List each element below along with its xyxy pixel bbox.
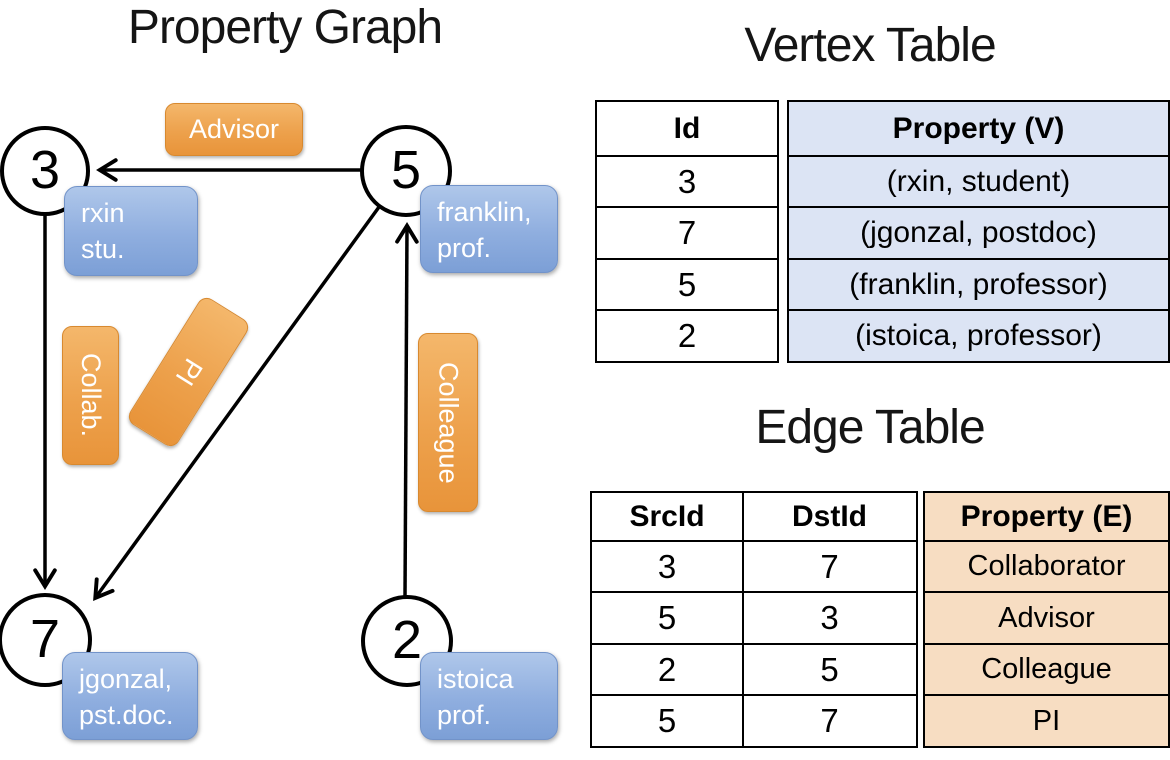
vertex-property-line: prof. — [437, 233, 492, 264]
edge-table-dstid-cell: 5 — [741, 642, 918, 697]
edge-label-collab: Collab. — [62, 326, 119, 465]
vertex-property-line: istoica — [437, 664, 514, 694]
edge-table-srcid-cell: 3 — [590, 539, 744, 594]
edge-table-property-cell: PI — [923, 694, 1170, 748]
vertex-table-property-cell: (franklin, professor) — [787, 257, 1170, 312]
property-graph-title: Property Graph — [127, 1, 443, 54]
edge-table-property-cell: Advisor — [923, 591, 1170, 645]
edge-table-property-cell: Colleague — [923, 642, 1170, 697]
vertex-property-box-jgonzal: jgonzal, pst.doc. — [62, 652, 198, 740]
vertex-table-id-header: Id — [595, 100, 779, 157]
edge-table-title: Edge Table — [755, 401, 985, 454]
edge-arrow-pi-5-7 — [93, 205, 381, 602]
edge-table-property-column: Property (E) Collaborator Advisor Collea… — [923, 491, 1170, 748]
edge-table-srcid-cell: 5 — [590, 591, 744, 645]
edge-table-srcid-header: SrcId — [590, 491, 744, 542]
vertex-property-line: jgonzal, — [79, 664, 173, 694]
vertex-property-box-istoica: istoica prof. — [420, 652, 558, 740]
edge-table-srcid-cell: 2 — [590, 642, 744, 697]
vertex-table-id-cell: 3 — [595, 154, 779, 209]
vertex-id-7: 7 — [29, 608, 61, 669]
vertex-property-line: pst.doc. — [79, 700, 174, 731]
vertex-table-id-cell: 2 — [595, 309, 779, 363]
vertex-property-line: stu. — [81, 234, 125, 265]
vertex-property-line: franklin, — [437, 197, 532, 227]
edge-table-property-header: Property (E) — [923, 491, 1170, 542]
edge-table-srcid-column: SrcId 3 5 2 5 — [590, 491, 744, 748]
vertex-table-property-cell: (istoica, professor) — [787, 309, 1170, 363]
edge-table-dstid-header: DstId — [741, 491, 918, 542]
vertex-property-box-rxin: rxin stu. — [64, 186, 198, 276]
edge-label-advisor: Advisor — [165, 103, 303, 156]
vertex-id-5: 5 — [390, 139, 422, 200]
edge-table-dstid-cell: 7 — [741, 539, 918, 594]
vertex-table-property-header: Property (V) — [787, 100, 1170, 157]
vertex-table-title: Vertex Table — [744, 19, 996, 72]
vertex-property-box-franklin: franklin, prof. — [420, 185, 558, 273]
vertex-id-3: 3 — [29, 139, 61, 200]
edge-table-dstid-column: DstId 7 3 5 7 — [741, 491, 918, 748]
edge-label-colleague: Colleague — [418, 333, 478, 512]
vertex-table-property-column: Property (V) (rxin, student) (jgonzal, p… — [787, 100, 1170, 363]
edge-table-srcid-cell: 5 — [590, 694, 744, 748]
vertex-table-id-column: Id 3 7 5 2 — [595, 100, 779, 363]
edge-table-dstid-cell: 7 — [741, 694, 918, 748]
vertex-property-line: rxin — [81, 198, 125, 228]
edge-table-dstid-cell: 3 — [741, 591, 918, 645]
vertex-table-property-cell: (jgonzal, postdoc) — [787, 206, 1170, 260]
edge-arrow-colleague-2-5 — [395, 222, 419, 598]
vertex-table-id-cell: 7 — [595, 206, 779, 260]
vertex-id-2: 2 — [391, 609, 423, 670]
edge-table-property-cell: Collaborator — [923, 539, 1170, 594]
vertex-table-property-cell: (rxin, student) — [787, 154, 1170, 209]
vertex-property-line: prof. — [437, 700, 492, 731]
vertex-table-id-cell: 5 — [595, 257, 779, 312]
